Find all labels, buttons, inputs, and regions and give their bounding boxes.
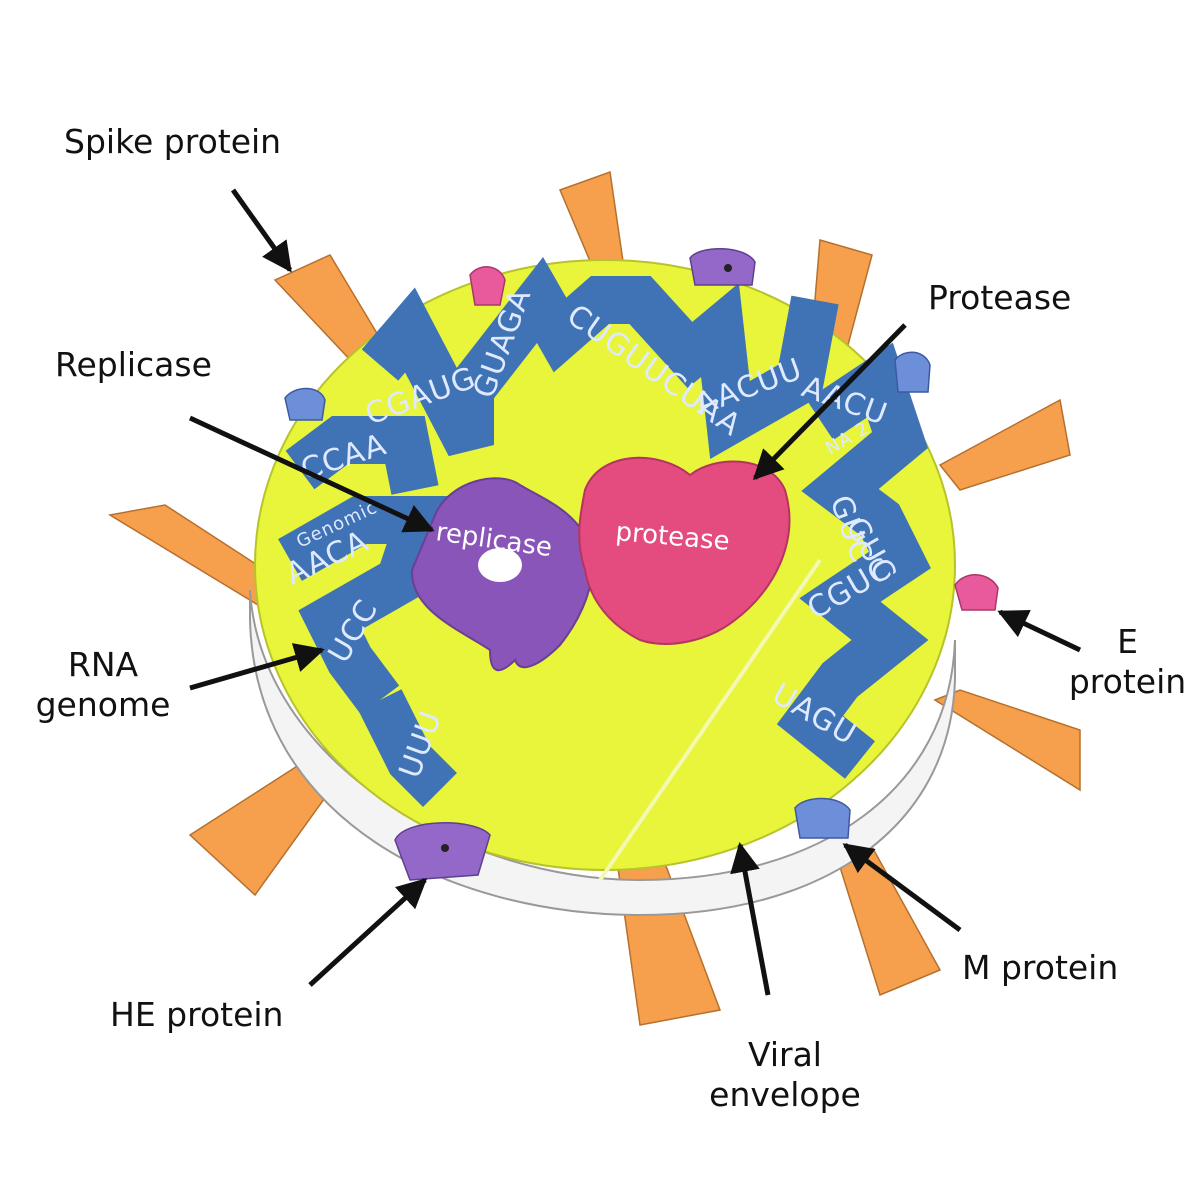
spike-protein-shape [107,504,266,607]
label-rna-genome: RNA genome [18,645,188,726]
arrow-rna [189,643,325,691]
arrow-m [842,842,962,933]
m-protein-shape [894,351,931,393]
label-viral-envelope: Viral envelope [690,1035,880,1116]
label-rna-line1: RNA [67,645,139,684]
arrow-spike [230,188,293,273]
m-protein-shape [794,797,851,839]
label-m-protein: M protein [962,948,1119,987]
label-rna-line2: genome [35,685,171,725]
m-proteins [284,351,931,839]
arrow-he [308,877,428,987]
label-e-line2: protein [1068,662,1187,702]
label-e-line1: E [1117,622,1138,661]
label-he-protein: HE protein [110,995,284,1034]
m-protein-shape [284,387,326,421]
spike-protein-shape [938,398,1071,491]
e-proteins [469,266,999,611]
label-protease: Protease [928,278,1072,317]
e-protein-shape [469,266,506,306]
spike-protein-shape [933,689,1081,792]
label-replicase: Replicase [55,345,212,384]
arrow-e [997,609,1082,653]
label-viral-line2: envelope [709,1075,861,1115]
replicase-cutout: replicase [410,477,594,672]
label-spike-protein: Spike protein [64,122,282,161]
arrow-replicase [188,415,435,533]
he-protein-shape [394,822,491,881]
arrow-protease [752,323,907,481]
label-viral-line1: Viral [748,1035,822,1074]
he-protein-dot [724,264,732,272]
rna-genome-ribbon [278,256,931,807]
capsid-fold-line [598,558,822,882]
protease-cutout: protease [578,456,791,645]
he-proteins [394,248,756,881]
annotation-arrows [188,188,1082,996]
label-e-protein: E protein [1055,622,1200,703]
e-protein-shape [954,574,999,611]
arrow-viral [730,842,771,996]
he-protein-shape [689,248,756,286]
he-protein-dot [441,844,449,852]
